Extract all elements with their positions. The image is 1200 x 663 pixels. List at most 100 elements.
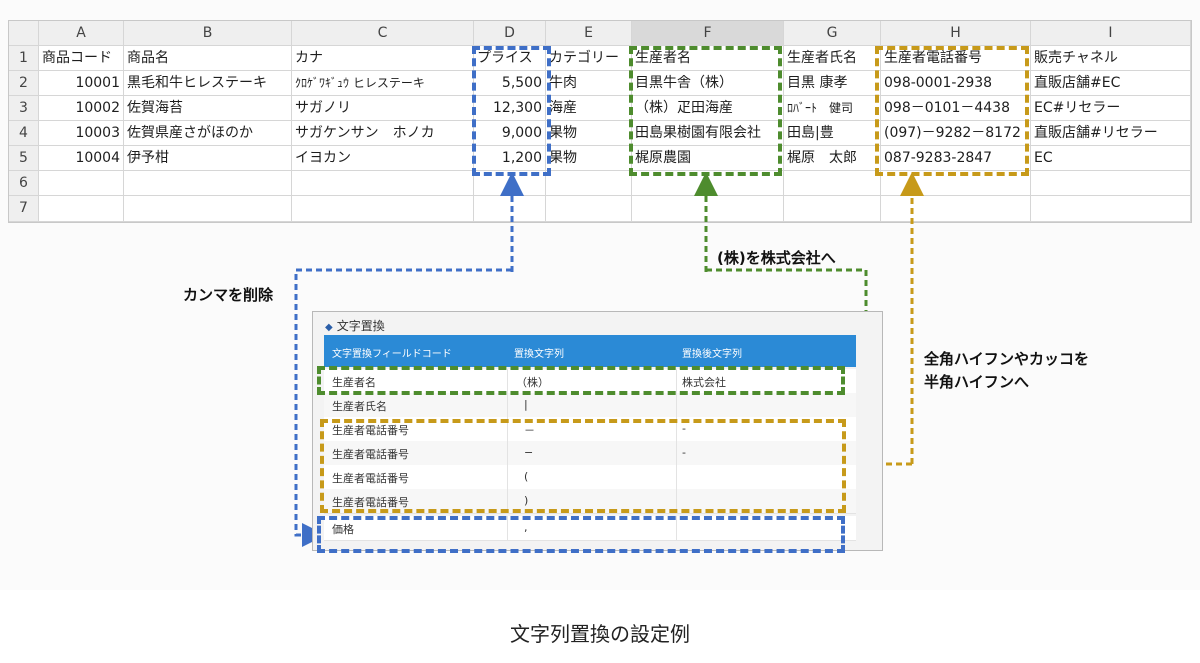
table-cell[interactable]: 10001 — [39, 71, 124, 96]
table-cell[interactable]: 田島|豊 — [784, 121, 881, 146]
search-string[interactable]: （株） — [516, 376, 549, 389]
table-cell[interactable]: 087-9283-2847 — [881, 146, 1031, 171]
search-string[interactable]: | — [524, 398, 528, 411]
table-cell[interactable]: 098－0101－4438 — [881, 96, 1031, 121]
field-code: 生産者氏名 — [332, 400, 387, 413]
table-cell[interactable]: 梶原農園 — [632, 146, 784, 171]
kabushiki-label: (株)を株式会社へ — [717, 249, 836, 267]
corner-cell[interactable] — [9, 21, 39, 46]
row-number[interactable]: 6 — [9, 171, 39, 196]
search-string[interactable]: ( — [524, 470, 529, 483]
table-cell[interactable] — [1031, 196, 1191, 222]
table-cell[interactable]: 直販店舗#EC — [1031, 71, 1191, 96]
table-cell[interactable]: ﾛﾊﾞｰﾄ 健司 — [784, 96, 881, 121]
table-cell[interactable]: 10004 — [39, 146, 124, 171]
replacement-string[interactable]: - — [682, 422, 686, 435]
table-cell[interactable]: 販売チャネル — [1031, 46, 1191, 71]
row-number[interactable]: 2 — [9, 71, 39, 96]
table-cell[interactable]: 生産者電話番号 — [881, 46, 1031, 71]
table-cell[interactable]: 商品名 — [124, 46, 292, 71]
table-cell[interactable] — [784, 171, 881, 196]
panel-phone-highlight — [320, 419, 846, 513]
table-cell[interactable] — [1031, 171, 1191, 196]
column-header-d[interactable]: D — [474, 21, 546, 46]
table-cell[interactable] — [39, 171, 124, 196]
table-cell[interactable] — [546, 196, 632, 222]
table-cell[interactable]: 佐賀海苔 — [124, 96, 292, 121]
row-number[interactable]: 1 — [9, 46, 39, 71]
field-code: 価格 — [332, 523, 354, 536]
table-cell[interactable] — [124, 196, 292, 222]
table-cell[interactable]: 098-0001-2938 — [881, 71, 1031, 96]
column-header-row: A B C D E F G H I — [9, 21, 1191, 46]
table-cell[interactable] — [474, 196, 546, 222]
table-cell[interactable]: 10003 — [39, 121, 124, 146]
field-code: 生産者電話番号 — [332, 496, 409, 509]
row-number[interactable]: 5 — [9, 146, 39, 171]
column-header-b[interactable]: B — [124, 21, 292, 46]
table-cell[interactable]: 直販店舗#リセラー — [1031, 121, 1191, 146]
column-header-g[interactable]: G — [784, 21, 881, 46]
search-string[interactable]: － — [524, 424, 535, 437]
table-cell[interactable]: プライス — [474, 46, 546, 71]
table-cell[interactable] — [39, 196, 124, 222]
table-row[interactable]: 価格 , — [324, 516, 856, 541]
table-cell[interactable] — [632, 196, 784, 222]
table-cell[interactable]: EC#リセラー — [1031, 96, 1191, 121]
panel-price-highlight — [317, 516, 845, 553]
table-cell[interactable] — [881, 196, 1031, 222]
hyphen-label-line2: 半角ハイフンへ — [924, 373, 1030, 391]
table-cell[interactable]: 目黒 康孝 — [784, 71, 881, 96]
table-row: 1 商品コード 商品名 カナ プライス カテゴリー 生産者名 生産者氏名 生産者… — [9, 46, 1191, 71]
table-row[interactable]: 生産者電話番号 ( — [324, 465, 856, 490]
column-header-h[interactable]: H — [881, 21, 1031, 46]
table-cell[interactable]: 5,500 — [474, 71, 546, 96]
table-cell[interactable]: （株）疋田海産 — [632, 96, 784, 121]
replacement-string[interactable]: - — [682, 446, 686, 459]
blue-arrow-to-panel — [294, 268, 512, 547]
row-number[interactable]: 3 — [9, 96, 39, 121]
table-row: 5 10004 伊予柑 イヨカン 1,200 果物 梶原農園 梶原 太郎 087… — [9, 146, 1191, 171]
header-search-string: 置換文字列 — [514, 349, 564, 360]
column-header-e[interactable]: E — [546, 21, 632, 46]
table-cell[interactable]: 伊予柑 — [124, 146, 292, 171]
table-cell[interactable]: 生産者氏名 — [784, 46, 881, 71]
table-cell[interactable] — [292, 171, 474, 196]
column-header-i[interactable]: I — [1031, 21, 1191, 46]
table-cell[interactable] — [881, 171, 1031, 196]
table-cell[interactable]: 佐賀県産さがほのか — [124, 121, 292, 146]
table-cell[interactable] — [292, 196, 474, 222]
search-string[interactable]: − — [524, 446, 534, 459]
spreadsheet: A B C D E F G H I 1 商品コード 商品名 カナ プライス カテ… — [8, 20, 1192, 223]
row-number[interactable]: 4 — [9, 121, 39, 146]
table-cell[interactable]: 商品コード — [39, 46, 124, 71]
table-cell[interactable]: (097)－9282－8172 — [881, 121, 1031, 146]
table-cell[interactable]: 梶原 太郎 — [784, 146, 881, 171]
table-cell[interactable]: 12,300 — [474, 96, 546, 121]
search-string[interactable]: ) — [524, 494, 529, 507]
table-cell[interactable]: 田島果樹園有限会社 — [632, 121, 784, 146]
column-header-c[interactable]: C — [292, 21, 474, 46]
table-cell[interactable]: 生産者名 — [632, 46, 784, 71]
table-cell[interactable]: 1,200 — [474, 146, 546, 171]
figure-background: A B C D E F G H I 1 商品コード 商品名 カナ プライス カテ… — [8, 20, 1192, 553]
field-code: 生産者名 — [332, 376, 376, 389]
row-number[interactable]: 7 — [9, 196, 39, 222]
field-code: 生産者電話番号 — [332, 424, 409, 437]
table-cell[interactable] — [124, 171, 292, 196]
search-string[interactable]: , — [524, 521, 528, 534]
table-row[interactable]: 生産者名 （株） 株式会社 — [324, 369, 856, 394]
table-row[interactable]: 生産者氏名 | — [324, 393, 856, 418]
replacement-string[interactable]: 株式会社 — [682, 376, 726, 389]
table-cell[interactable]: 黒毛和牛ヒレステーキ — [124, 71, 292, 96]
table-cell[interactable]: 9,000 — [474, 121, 546, 146]
comma-delete-label: カンマを削除 — [183, 286, 274, 304]
column-header-a[interactable]: A — [39, 21, 124, 46]
table-cell[interactable] — [784, 196, 881, 222]
table-cell[interactable]: 目黒牛舎（株） — [632, 71, 784, 96]
table-cell[interactable]: EC — [1031, 146, 1191, 171]
column-header-f[interactable]: F — [632, 21, 784, 46]
table-cell[interactable] — [546, 171, 632, 196]
table-cell[interactable]: 10002 — [39, 96, 124, 121]
table-row: 4 10003 佐賀県産さがほのか サガケンサン ホノカ 9,000 果物 田島… — [9, 121, 1191, 146]
